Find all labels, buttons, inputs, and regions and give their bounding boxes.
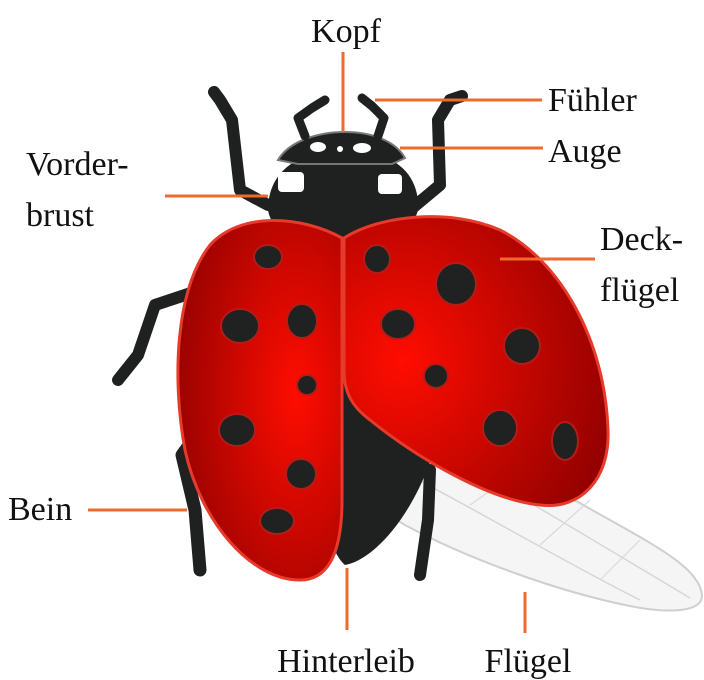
spot: [219, 414, 255, 446]
spot: [286, 459, 316, 489]
spot: [504, 328, 540, 364]
pronotum-spot-left: [278, 172, 304, 192]
spot: [364, 245, 390, 273]
label-vorderbrust-line2: brust: [26, 197, 95, 234]
pronotum-spot-right: [378, 174, 402, 194]
front-left-leg: [214, 92, 268, 205]
label-fluegel: Flügel: [485, 643, 572, 680]
spot: [260, 508, 294, 534]
antennae: [298, 98, 384, 136]
eye-right: [353, 143, 371, 153]
eye-left: [310, 142, 326, 152]
spot: [297, 375, 317, 395]
spot: [381, 309, 415, 339]
front-right-leg: [410, 96, 462, 210]
spot: [436, 263, 476, 305]
spot: [483, 410, 517, 446]
label-hinterleib: Hinterleib: [277, 643, 415, 680]
label-bein: Bein: [8, 491, 72, 528]
label-vorderbrust-line1: Vorder-: [26, 146, 129, 183]
label-deckfluegel-line1: Deck-: [600, 221, 683, 258]
antenna-left: [298, 100, 325, 136]
antenna-right: [362, 98, 384, 136]
spot: [552, 422, 578, 460]
spot: [254, 245, 282, 269]
spot: [221, 309, 259, 343]
label-fuehler: Fühler: [548, 82, 637, 119]
label-auge: Auge: [548, 133, 622, 170]
head-spot: [337, 146, 343, 152]
label-kopf: Kopf: [311, 13, 382, 50]
spot: [287, 304, 317, 338]
spot: [424, 364, 448, 388]
label-deckfluegel-line2: flügel: [600, 272, 679, 309]
